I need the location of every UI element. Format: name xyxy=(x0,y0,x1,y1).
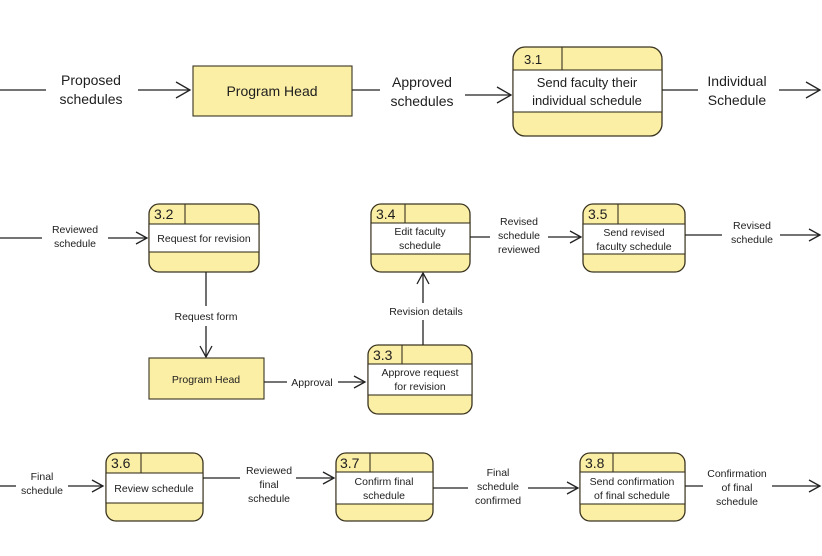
label-line: Revised xyxy=(500,216,538,228)
label-line: Review schedule xyxy=(114,483,194,495)
label-line: schedule xyxy=(477,481,519,493)
svg-text:Program Head: Program Head xyxy=(226,83,317,99)
label-line: Final xyxy=(31,471,54,483)
process-3-1[interactable]: 3.1 Send faculty their individual schedul… xyxy=(512,46,663,137)
label-line: Request form xyxy=(174,311,237,323)
svg-text:Request for revision: Request for revision xyxy=(157,233,251,245)
label-line: Reviewed xyxy=(246,465,292,477)
label-line: schedule xyxy=(363,490,405,502)
flow-approved-schedules: Approved schedules xyxy=(352,74,513,109)
label-line: schedule xyxy=(731,234,773,246)
label-line: Send confirmation xyxy=(590,476,675,488)
label-line: of final xyxy=(722,482,753,494)
process-3-7[interactable]: 3.7 Confirm final schedule xyxy=(335,452,434,522)
svg-text:3.5: 3.5 xyxy=(588,206,608,222)
svg-text:3.1: 3.1 xyxy=(524,52,542,67)
label-line: schedule xyxy=(399,240,441,252)
label-line: schedule xyxy=(248,493,290,505)
flow-proposed-schedules: Proposed schedules xyxy=(0,72,192,107)
label-line: Schedule xyxy=(708,92,767,108)
label-line: Confirm final xyxy=(355,476,414,488)
flow-final-schedule: Final schedule xyxy=(0,471,105,497)
label-line: final xyxy=(259,479,278,491)
label-line: Revision details xyxy=(389,306,463,318)
label-line: for revision xyxy=(394,381,446,393)
external-entity-program-head-bottom[interactable]: Program Head xyxy=(148,357,265,400)
label-line: Request for revision xyxy=(157,233,251,245)
svg-text:Program Head: Program Head xyxy=(172,374,240,386)
label-line: schedule xyxy=(54,238,96,250)
label-line: schedule xyxy=(716,496,758,508)
svg-text:3.3: 3.3 xyxy=(373,347,393,363)
label-line: Individual xyxy=(707,73,766,89)
label-line: confirmed xyxy=(475,495,521,507)
svg-text:3.7: 3.7 xyxy=(340,455,360,471)
label-line: schedule xyxy=(21,485,63,497)
flow-reviewed-schedule: Reviewed schedule xyxy=(0,224,149,250)
label-line: schedule xyxy=(498,230,540,242)
external-entity-program-head-top[interactable]: Program Head xyxy=(192,65,353,117)
svg-text:3.6: 3.6 xyxy=(111,455,131,471)
svg-text:Approval: Approval xyxy=(291,377,332,389)
label-line: Send revised xyxy=(603,227,664,239)
process-3-4[interactable]: 3.4 Edit faculty schedule xyxy=(370,203,471,273)
label-line: Approval xyxy=(291,377,332,389)
label-line: Final xyxy=(487,467,510,479)
label-line: individual schedule xyxy=(532,93,642,108)
label-line: schedules xyxy=(59,91,122,107)
label-line: Approved xyxy=(392,74,452,90)
flow-revision-details: Revision details xyxy=(389,271,463,345)
label-line: Reviewed xyxy=(52,224,98,236)
svg-text:3.4: 3.4 xyxy=(376,206,396,222)
label-line: Revised xyxy=(733,220,771,232)
label-line: Send faculty their xyxy=(537,75,638,90)
flow-revised-schedule: Revised schedule xyxy=(685,220,822,246)
svg-text:3.2: 3.2 xyxy=(154,206,174,222)
svg-text:Review schedule: Review schedule xyxy=(114,483,194,495)
label-line: schedules xyxy=(390,93,453,109)
process-3-3[interactable]: 3.3 Approve request for revision xyxy=(367,344,473,415)
label-line: Proposed xyxy=(61,72,121,88)
svg-text:3.8: 3.8 xyxy=(585,455,605,471)
label-line: faculty schedule xyxy=(596,241,671,253)
flow-approval: Approval xyxy=(264,375,367,389)
process-3-5[interactable]: 3.5 Send revised faculty schedule xyxy=(582,203,686,273)
label-line: Edit faculty xyxy=(394,226,446,238)
flow-revised-schedule-reviewed: Revised schedule reviewed xyxy=(470,216,583,256)
label-line: Confirmation xyxy=(707,468,767,480)
label-line: Approve request xyxy=(381,367,458,379)
flow-reviewed-final-schedule: Reviewed final schedule xyxy=(203,465,336,505)
flow-request-form: Request form xyxy=(174,272,238,359)
flow-final-schedule-confirmed: Final schedule confirmed xyxy=(433,467,580,507)
label-line: of final schedule xyxy=(594,490,670,502)
process-3-2[interactable]: 3.2 Request for revision xyxy=(148,203,260,273)
process-3-6[interactable]: 3.6 Review schedule xyxy=(105,452,204,522)
label-line: reviewed xyxy=(498,244,540,256)
process-3-8[interactable]: 3.8 Send confirmation of final schedule xyxy=(579,452,686,522)
svg-text:Revision details: Revision details xyxy=(389,306,463,318)
svg-text:Request form: Request form xyxy=(174,311,237,323)
flow-confirmation-of-final-schedule: Confirmation of final schedule xyxy=(685,468,822,508)
